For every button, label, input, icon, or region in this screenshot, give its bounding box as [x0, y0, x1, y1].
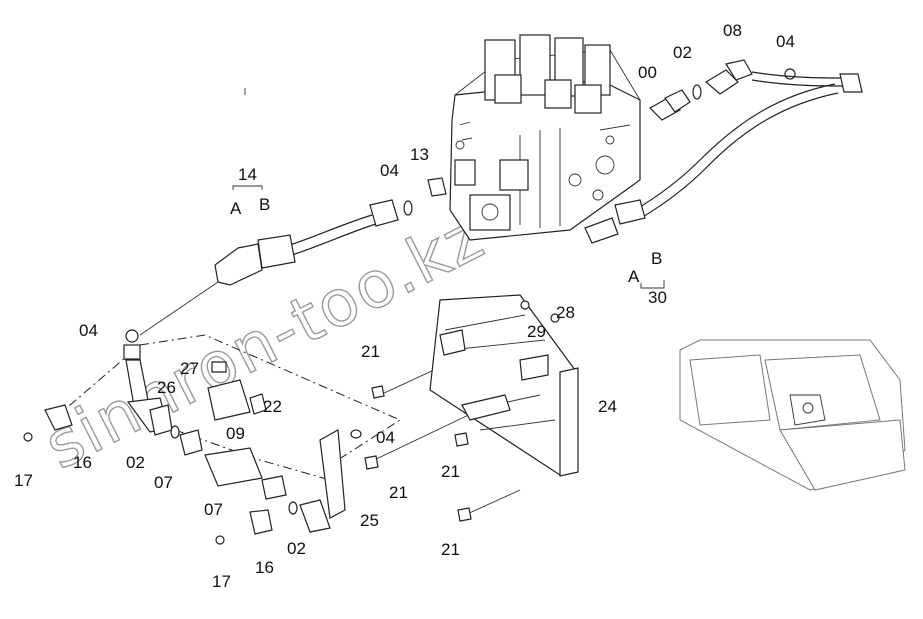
top-fittings: [649, 59, 863, 121]
callout-28: 28: [556, 303, 575, 322]
bracket-24: [429, 294, 579, 477]
callout-21-c: 21: [389, 483, 408, 502]
callout-25: 25: [360, 511, 379, 530]
control-valve: [449, 34, 641, 241]
callout-13: 13: [410, 145, 429, 164]
callout-labels: 00 02 08 04 13 04 14 A B A B 30 28 29 04…: [14, 21, 795, 591]
callout-21-b: 21: [441, 462, 460, 481]
callout-08: 08: [723, 21, 742, 40]
callout-30-a: A: [628, 267, 640, 286]
callout-07-b: 07: [204, 500, 223, 519]
callout-29: 29: [527, 322, 546, 341]
callout-16-b: 16: [255, 558, 274, 577]
callout-30: 30: [648, 288, 667, 307]
bracket-14: [232, 185, 263, 190]
callout-04-low: 04: [376, 428, 395, 447]
callout-04-top: 04: [776, 32, 795, 51]
callout-14-a: A: [230, 199, 242, 218]
callout-24: 24: [598, 397, 617, 416]
bolts: [364, 300, 560, 522]
callout-14-b: B: [259, 195, 270, 214]
callout-09: 09: [226, 424, 245, 443]
callout-16-a: 16: [73, 453, 92, 472]
callout-22: 22: [263, 397, 282, 416]
callout-21-a: 21: [361, 342, 380, 361]
callout-21-d: 21: [441, 540, 460, 559]
callout-04-left: 04: [79, 321, 98, 340]
callout-30-b: B: [651, 249, 662, 268]
callout-07-a: 07: [154, 473, 173, 492]
callout-26: 26: [157, 378, 176, 397]
callout-17-b: 17: [212, 572, 231, 591]
callout-02-top: 02: [673, 43, 692, 62]
callout-14: 14: [238, 165, 257, 184]
callout-00: 00: [638, 63, 657, 82]
callout-02-left: 02: [126, 453, 145, 472]
callout-17-a: 17: [14, 471, 33, 490]
machine-inset: [679, 339, 906, 491]
callout-04-mid: 04: [380, 161, 399, 180]
hose-14: [214, 177, 447, 286]
bracket-30: [640, 280, 665, 289]
callout-27: 27: [180, 359, 199, 378]
hose-30: [584, 83, 839, 244]
callout-02-low: 02: [287, 539, 306, 558]
lower-pipes: [23, 329, 362, 545]
